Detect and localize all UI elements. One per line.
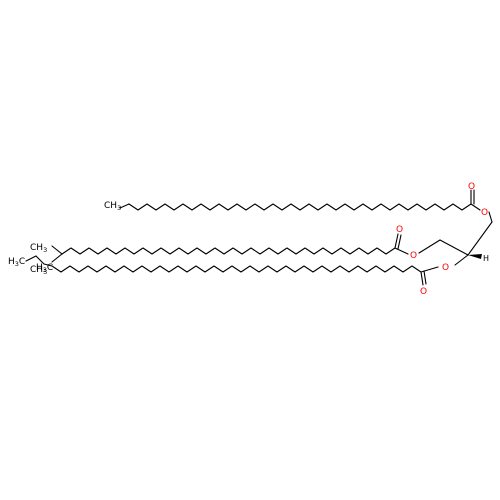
ester-3-carbonyl-oxygen: O <box>420 287 427 297</box>
ester-1-ether-oxygen: O <box>481 208 488 218</box>
chain-3-branch-bond <box>43 263 53 267</box>
chain-3-ethyl-bond-b <box>35 255 45 265</box>
chain-1-methyl-label: CH3 <box>104 201 121 212</box>
ester-2-carbonyl-bond <box>394 233 399 249</box>
ester-3-carbonyl-bond <box>420 271 424 286</box>
stereo-hydrogen-label: H <box>483 254 489 263</box>
glycerol-c3-bond <box>418 239 441 254</box>
glycerol-c2-o-bond <box>454 254 469 266</box>
ester-2-o-bond <box>394 247 409 255</box>
ester-1-o-bond <box>470 203 481 211</box>
chain-2-methyl-label-lower: H3C <box>36 263 53 274</box>
ester-3-ether-oxygen: O <box>442 263 449 273</box>
ester-2-carbonyl-oxygen: O <box>396 225 403 235</box>
chain-1-terminal-bond <box>119 203 130 209</box>
glycerol-c3-c2-bond <box>439 239 469 256</box>
chain-1-bonds <box>128 203 472 211</box>
chain-2-methyl-bond-upper <box>51 245 63 255</box>
glycerol-c1-c2-bond <box>467 221 493 256</box>
chain-2-bonds <box>61 247 396 255</box>
ester-3-carbonyl-bond-double <box>423 270 427 285</box>
ester-1-carbonyl-oxygen: O <box>468 182 475 192</box>
chain-2-methyl-label-upper: CH3 <box>30 243 47 254</box>
chain-2-methyl-bond-lower <box>51 253 63 263</box>
glycerol-c1-bond <box>488 211 493 223</box>
stereo-wedge-bond <box>468 254 482 259</box>
ester-2-carbonyl-bond-double <box>397 234 402 250</box>
chain-3-bonds <box>51 265 422 273</box>
chain-3-methyl-label-lower: CH3 <box>30 265 47 276</box>
ester-3-o-bond <box>420 266 439 273</box>
chain-3-methyl-label-upper: H3C <box>8 257 25 268</box>
chain-3-ethyl-bond-a <box>25 255 37 262</box>
ester-2-ether-oxygen: O <box>410 251 417 261</box>
